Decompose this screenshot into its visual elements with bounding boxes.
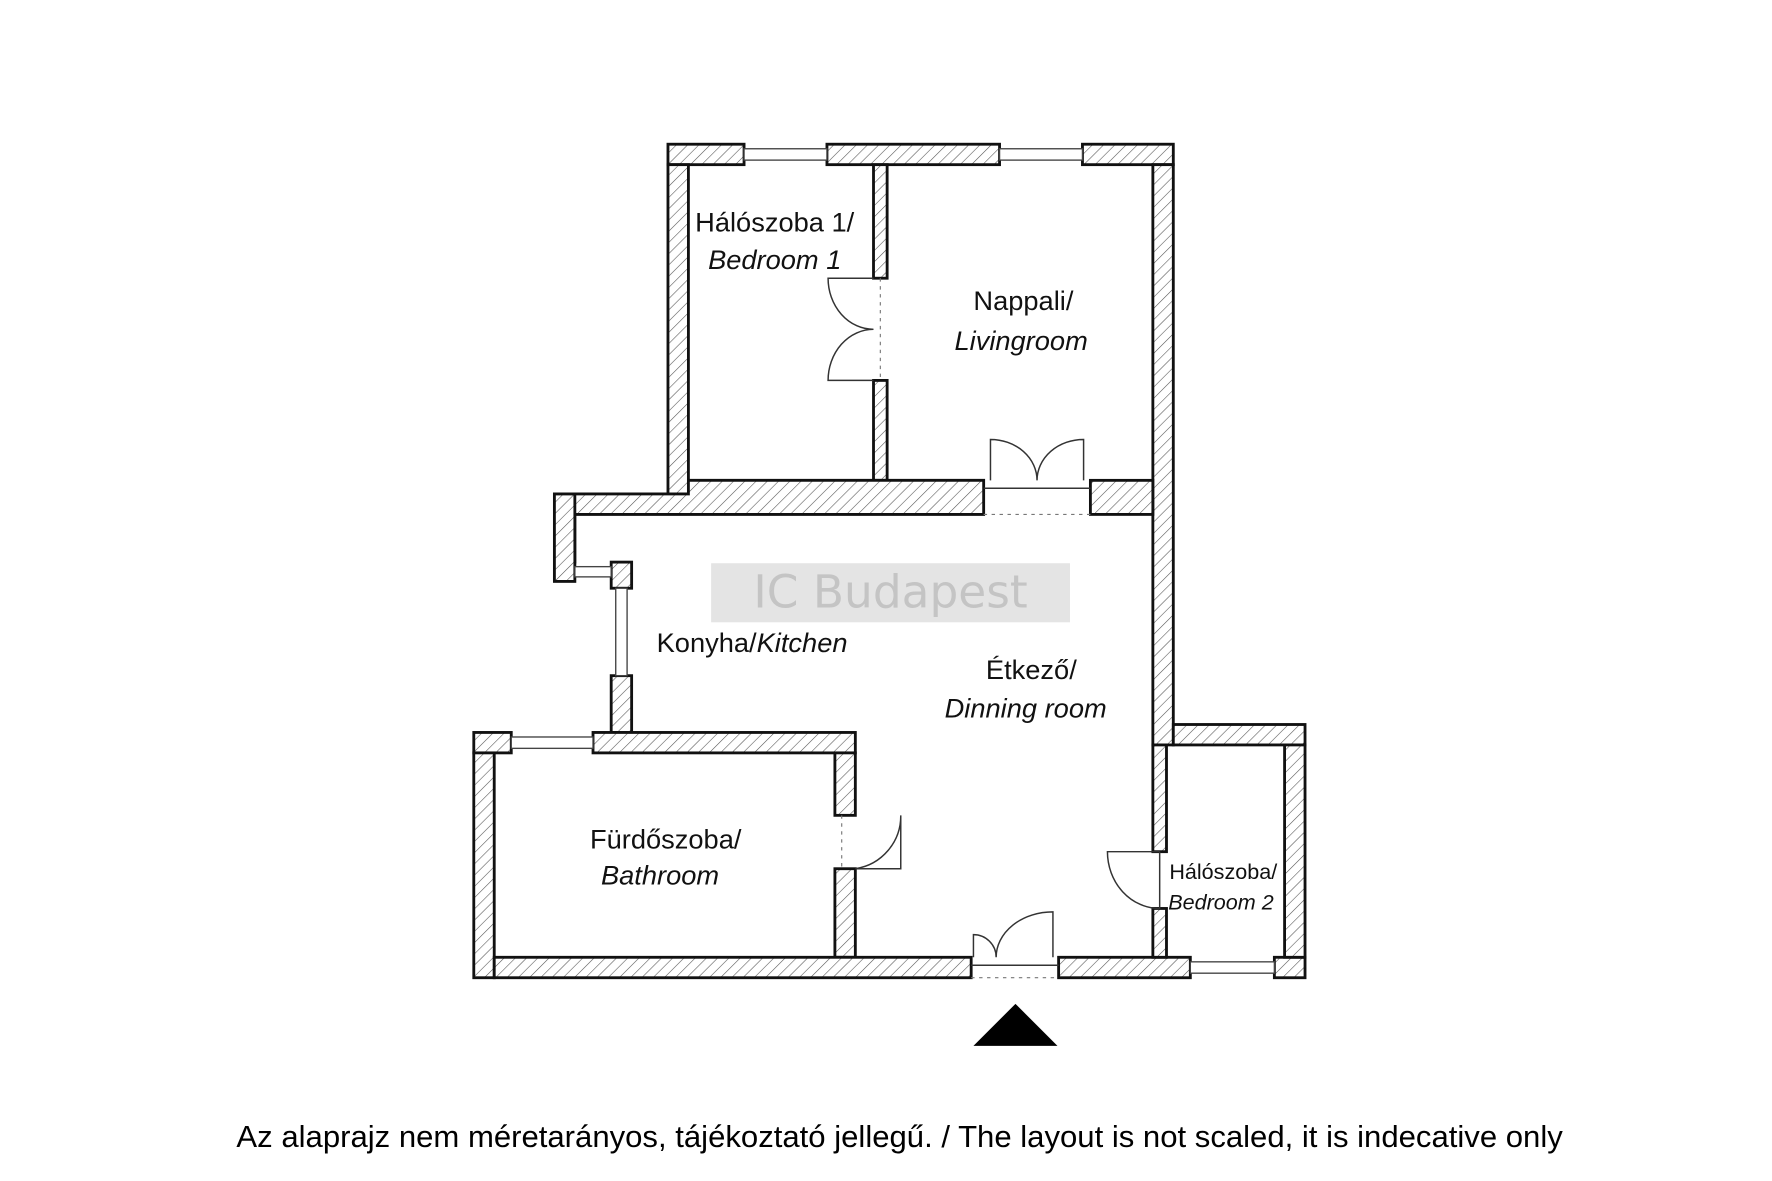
walls <box>472 142 1307 980</box>
door-bedroom1 <box>827 277 874 382</box>
footer-note: Az alaprajz nem méretarányos, tájékoztat… <box>236 1120 1563 1154</box>
bedroom1-label-hu: Hálószoba 1/ <box>695 207 854 238</box>
living-label-hu: Nappali/ <box>973 285 1073 316</box>
kitchen-label-en: Kitchen <box>757 627 848 658</box>
door-entrance <box>971 911 1059 966</box>
kitchen-label: Konyha/Kitchen <box>657 627 848 658</box>
watermark-text: IC Budapest <box>753 566 1027 619</box>
bedroom1-label-en: Bedroom 1 <box>708 244 841 275</box>
room-labels: Hálószoba 1/ Bedroom 1 Nappali/ Livingro… <box>590 207 1277 915</box>
dining-label-hu: Étkező/ <box>986 654 1077 685</box>
dining-label-en: Dinning room <box>945 693 1107 724</box>
kitchen-label-hu: Konyha/ <box>657 627 757 658</box>
door-living <box>989 438 1085 481</box>
doors <box>827 277 1161 979</box>
living-label-en: Livingroom <box>954 325 1087 356</box>
door-bathroom <box>855 815 902 870</box>
bedroom2-label-en: Bedroom 2 <box>1168 890 1273 915</box>
bathroom-label-hu: Fürdőszoba/ <box>590 823 742 854</box>
door-bedroom2 <box>1106 850 1161 910</box>
bathroom-label-en: Bathroom <box>601 860 719 891</box>
windows <box>510 148 1276 974</box>
watermark: IC Budapest <box>711 563 1070 623</box>
entrance-arrow-icon <box>973 1003 1058 1046</box>
bedroom2-label-hu: Hálószoba/ <box>1169 859 1277 884</box>
